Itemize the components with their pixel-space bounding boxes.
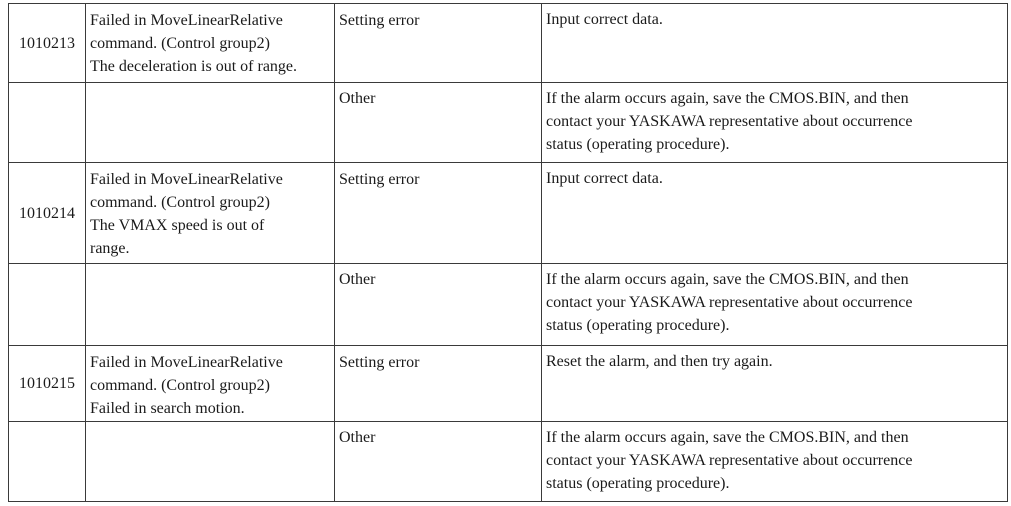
- description-line: The VMAX speed is out of: [90, 217, 265, 234]
- alarm-cause: Other: [334, 82, 542, 163]
- description-line: range.: [90, 240, 130, 257]
- alarm-description: Failed in MoveLinearRelative command. (C…: [85, 3, 335, 83]
- description-line: Failed in MoveLinearRelative: [90, 171, 283, 188]
- remedy-line: Reset the alarm, and then try again.: [546, 353, 773, 370]
- remedy-line: If the alarm occurs again, save the CMOS…: [546, 271, 909, 288]
- empty-cell: [85, 82, 335, 163]
- table-row: Other If the alarm occurs again, save th…: [8, 421, 1008, 502]
- description-line: command. (Control group2): [90, 377, 270, 394]
- table-row: 1010214 Failed in MoveLinearRelative com…: [8, 162, 1008, 264]
- alarm-code: 1010215: [8, 345, 86, 422]
- alarm-remedy: If the alarm occurs again, save the CMOS…: [541, 421, 1008, 502]
- remedy-line: If the alarm occurs again, save the CMOS…: [546, 429, 909, 446]
- alarm-cause: Other: [334, 263, 542, 346]
- alarm-cause: Setting error: [334, 162, 542, 264]
- remedy-line: contact your YASKAWA representative abou…: [546, 294, 913, 311]
- remedy-line: contact your YASKAWA representative abou…: [546, 113, 913, 130]
- alarm-code: 1010213: [8, 3, 86, 83]
- alarm-cause: Setting error: [334, 345, 542, 422]
- alarm-description: Failed in MoveLinearRelative command. (C…: [85, 345, 335, 422]
- alarm-description: Failed in MoveLinearRelative command. (C…: [85, 162, 335, 264]
- remedy-line: Input correct data.: [546, 170, 663, 187]
- empty-cell: [85, 263, 335, 346]
- remedy-line: contact your YASKAWA representative abou…: [546, 452, 913, 469]
- table-row: Other If the alarm occurs again, save th…: [8, 263, 1008, 346]
- description-line: Failed in MoveLinearRelative: [90, 354, 283, 371]
- description-line: command. (Control group2): [90, 194, 270, 211]
- description-line: Failed in search motion.: [90, 400, 245, 417]
- empty-cell: [8, 263, 86, 346]
- remedy-line: status (operating procedure).: [546, 475, 730, 492]
- alarm-remedy: Input correct data.: [541, 3, 1008, 83]
- alarm-remedy: Input correct data.: [541, 162, 1008, 264]
- remedy-line: status (operating procedure).: [546, 317, 730, 334]
- remedy-line: Input correct data.: [546, 11, 663, 28]
- description-line: The deceleration is out of range.: [90, 58, 298, 75]
- alarm-remedy: Reset the alarm, and then try again.: [541, 345, 1008, 422]
- empty-cell: [85, 421, 335, 502]
- description-line: command. (Control group2): [90, 35, 270, 52]
- table-row: 1010213 Failed in MoveLinearRelative com…: [8, 3, 1008, 83]
- description-line: Failed in MoveLinearRelative: [90, 12, 283, 29]
- remedy-line: status (operating procedure).: [546, 136, 730, 153]
- empty-cell: [8, 421, 86, 502]
- alarm-code: 1010214: [8, 162, 86, 264]
- alarm-cause: Other: [334, 421, 542, 502]
- alarm-cause: Setting error: [334, 3, 542, 83]
- table-row: 1010215 Failed in MoveLinearRelative com…: [8, 345, 1008, 422]
- remedy-line: If the alarm occurs again, save the CMOS…: [546, 90, 909, 107]
- table-row: Other If the alarm occurs again, save th…: [8, 82, 1008, 163]
- alarm-remedy: If the alarm occurs again, save the CMOS…: [541, 82, 1008, 163]
- alarm-table: 1010213 Failed in MoveLinearRelative com…: [8, 3, 1008, 502]
- empty-cell: [8, 82, 86, 163]
- alarm-remedy: If the alarm occurs again, save the CMOS…: [541, 263, 1008, 346]
